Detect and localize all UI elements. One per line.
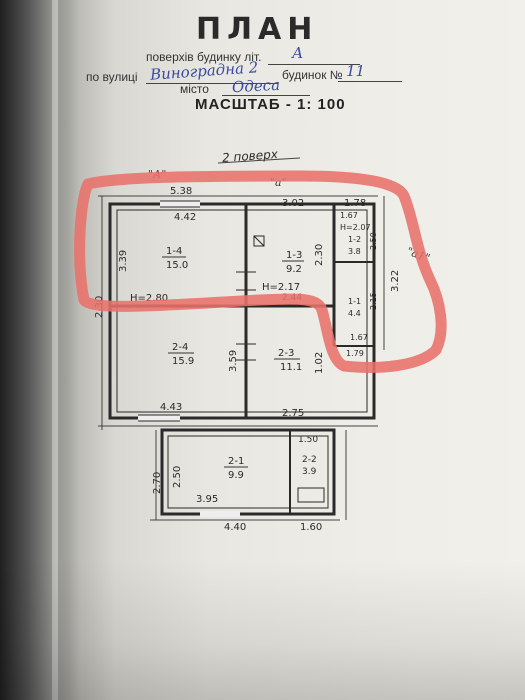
lower-walls: [160, 428, 336, 517]
dim-lower-right-top: 1.50: [298, 435, 318, 445]
letter-value: А: [292, 44, 304, 62]
dim-top-mid: 3.02: [282, 198, 304, 209]
room-2-3-id: 2-3: [278, 348, 294, 359]
room-1-3-id: 1-3: [286, 250, 302, 261]
room-1-1-id: 1-1: [348, 297, 361, 306]
room-1-4-id: 1-4: [166, 246, 182, 257]
room-1-4-area: 15.0: [166, 260, 188, 271]
dim-right-a: 2.50: [369, 232, 378, 250]
house-underline: [338, 81, 402, 82]
room-2-3-area: 11.1: [280, 362, 302, 373]
house-label: будинок №: [282, 68, 343, 82]
room-labels: 1-4 15.0 1-3 9.2 1-2 3.8 1-1 4.4 2-4 15.…: [162, 235, 361, 481]
city-label: місто: [180, 82, 209, 96]
floors-label: поверхів будинку літ.: [146, 50, 262, 64]
dim-small-top: 1.67: [340, 211, 358, 220]
room-1-1-area: 4.4: [348, 309, 361, 318]
scale-label: МАСШТАБ - 1: 100: [195, 96, 346, 113]
room-2-4-id: 2-4: [172, 342, 188, 353]
height-h1: H=2.80: [130, 293, 168, 304]
dim-window-top: 4.42: [174, 212, 196, 223]
dim-mid-vert2: 1.02: [314, 352, 325, 374]
dimension-lines: [98, 195, 385, 521]
dim-lower-left-inner: 2.50: [172, 466, 183, 488]
page-title: ПЛАН: [196, 12, 319, 47]
dim-lower-left-outer: 2.70: [152, 472, 163, 494]
floor-label-underline: [217, 157, 301, 164]
dim-bottom-left: 4.43: [160, 402, 182, 413]
book-binding: [0, 0, 80, 700]
dim-small-bottom: 1.67: [350, 333, 368, 342]
dim-small-right-bottom: 1.79: [346, 349, 364, 358]
room-1-2-area: 3.8: [348, 247, 361, 256]
dim-lower-bottom: 3.95: [196, 494, 218, 505]
room-1-2-id: 1-2: [348, 235, 361, 244]
page-edge: [52, 0, 58, 700]
photo-shadow: [0, 560, 525, 700]
dim-right-outer: 3.22: [390, 270, 401, 292]
room-2-4-area: 15.9: [172, 356, 194, 367]
city-underline: [222, 95, 310, 96]
height-h2: H=2.17: [262, 282, 300, 293]
dim-lower-total: 4.40: [224, 522, 246, 533]
dim-right-b: 2.15: [369, 292, 378, 310]
room-2-1-id: 2-1: [228, 456, 244, 467]
street-underline: [146, 83, 278, 84]
room-2-2-area: 3.9: [302, 467, 317, 477]
room-1-3-area: 9.2: [286, 264, 302, 275]
dim-lower-right: 1.60: [300, 522, 322, 533]
dim-left-lower: 3.59: [228, 350, 239, 372]
dim-top-right: 1.78: [344, 198, 366, 209]
letter-underline: [268, 64, 360, 65]
dimension-labels: 5.38 3.02 1.78 4.42 1.67 3.39 2.30 3.59 …: [94, 186, 401, 533]
height-h3: H=2.07: [340, 223, 371, 232]
dim-left-upper: 3.39: [118, 250, 129, 272]
dim-bottom-right: 2.75: [282, 408, 304, 419]
house-value: 11: [346, 62, 366, 80]
dim-top-left: 5.38: [170, 186, 192, 197]
street-label: по вулиці: [86, 70, 138, 84]
red-highlight-outline: [74, 170, 447, 373]
room-2-1-area: 9.9: [228, 470, 244, 481]
room-2-2-id: 2-2: [302, 455, 317, 465]
dim-mid-vert: 2.30: [314, 244, 325, 266]
